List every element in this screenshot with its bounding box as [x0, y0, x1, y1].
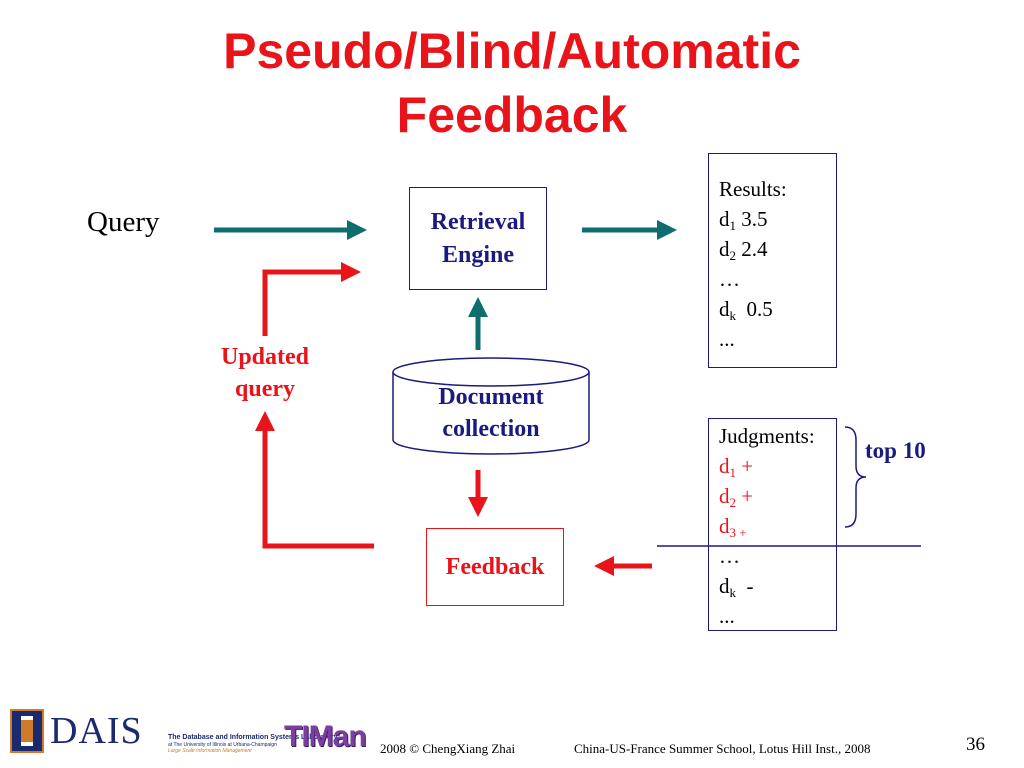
updated-query-line2: query [235, 376, 295, 402]
judgments-row: dk - [719, 574, 754, 600]
footer-event: China-US-France Summer School, Lotus Hil… [574, 741, 871, 756]
feedback-loop-up-arrow [255, 411, 374, 549]
judgments-row: … [719, 544, 740, 568]
judgments-row: d2 + [719, 484, 754, 510]
results-list: Results: d1 3.5 d2 2.4 … dk 0.5 ... [708, 153, 837, 368]
results-row: … [719, 267, 740, 291]
retrieval-engine-line1: Retrieval [430, 209, 526, 236]
slide-title-line1: Pseudo/Blind/Automatic [223, 23, 801, 79]
dais-logo-subtitle: The Database and Information Systems Lab… [168, 734, 338, 754]
slide-title-line2: Feedback [396, 87, 628, 143]
results-row: d1 3.5 [719, 207, 768, 233]
document-collection-cylinder [392, 357, 590, 455]
top-10-label: top 10 [865, 438, 926, 463]
results-row: d2 2.4 [719, 237, 768, 263]
judgments-list: Judgments: d1 + d2 + d3 + … dk - ... [708, 418, 837, 631]
retrieval-engine-line2: Engine [441, 241, 515, 268]
results-row: ... [719, 327, 735, 351]
results-header: Results: [719, 177, 787, 201]
feedback-box: Feedback [426, 528, 564, 606]
retrieval-engine-box: Retrieval Engine [409, 187, 547, 290]
query-label: Query [87, 206, 160, 238]
university-logo-icon [10, 709, 44, 753]
document-collection-label: Document collection [393, 380, 589, 446]
document-collection-line2: collection [442, 416, 540, 442]
judgments-row: d3 + [719, 514, 747, 540]
top-brace [844, 426, 867, 528]
feedback-label: Feedback [445, 553, 545, 580]
updated-query-label: Updated query [200, 338, 330, 408]
judgments-row: d1 + [719, 454, 754, 480]
timan-logo-text: TIMan [284, 720, 367, 753]
document-collection-line1: Document [438, 383, 544, 410]
results-row: dk 0.5 [719, 297, 773, 323]
judgments-header: Judgments: [719, 424, 815, 448]
dais-logo-text: DAIS [50, 710, 143, 752]
footer-copyright: 2008 © ChengXiang Zhai [380, 741, 516, 756]
judgments-row: ... [719, 604, 735, 628]
updated-query-line1: Updated [220, 343, 310, 370]
page-number: 36 [966, 734, 985, 755]
updated-query-to-engine-arrow [262, 262, 361, 336]
